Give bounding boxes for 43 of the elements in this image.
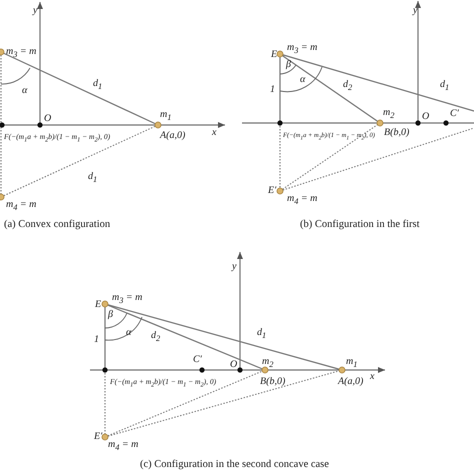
coordinate-label: B(b,0) [384, 128, 410, 138]
point-label: C′ [450, 109, 459, 119]
distance-label: d$_{1}$ [93, 79, 102, 92]
mass-label: m$_{3}$ = m [287, 43, 318, 56]
axis-label: x [370, 372, 374, 382]
mass-label: m$_{1}$ [160, 110, 172, 122]
distance-label: d$_{2}$ [343, 80, 352, 92]
point-label: E′ [268, 186, 276, 196]
mass-label: m$_{4}$ = m [6, 200, 36, 212]
point-label: O [44, 114, 52, 124]
mass-label: m$_{2}$ [262, 357, 274, 370]
distance-label: d$_{1}$ [257, 328, 266, 340]
angle-label: β [108, 310, 113, 320]
axis-label: y [33, 6, 38, 16]
figure-caption: (a) Convex configuration [4, 220, 110, 230]
mass-label: m$_{3}$ = m [112, 293, 142, 306]
coordinate-label: A(a,0) [338, 377, 364, 387]
angle-label: α [22, 86, 28, 96]
point-label: E [95, 300, 102, 310]
point-label: O [422, 112, 430, 122]
distance-label: d$_{2}$ [151, 331, 160, 344]
distance-label: d$_{1}$ [440, 80, 450, 92]
figure-caption: (b) Configuration in the first [300, 220, 420, 230]
angle-label: β [286, 60, 291, 70]
point-label: O [230, 360, 238, 370]
point-label: C′ [193, 355, 202, 365]
figure-caption: (c) Configuration in the second concave case [140, 460, 329, 470]
mass-label: m$_{2}$ [383, 108, 394, 120]
side-label: 1 [270, 85, 275, 95]
angle-label: α [300, 75, 306, 85]
coordinate-label: B(b,0) [260, 377, 286, 387]
mass-label: m$_{4}$ = m [287, 194, 318, 206]
mass-label: m$_{4}$ = m [108, 440, 138, 452]
mass-label: m$_{1}$ [346, 357, 358, 370]
axis-label: y [413, 6, 418, 16]
mass-label: m$_{3}$ = m [6, 47, 36, 60]
point-label: E [271, 50, 278, 60]
side-label: 1 [94, 335, 99, 345]
axis-label: x [212, 128, 216, 138]
axis-label: y [232, 262, 236, 272]
distance-label: d$_{1}$ [88, 172, 98, 184]
coordinate-label: A(a,0) [160, 131, 186, 141]
point-label: E′ [94, 432, 102, 442]
